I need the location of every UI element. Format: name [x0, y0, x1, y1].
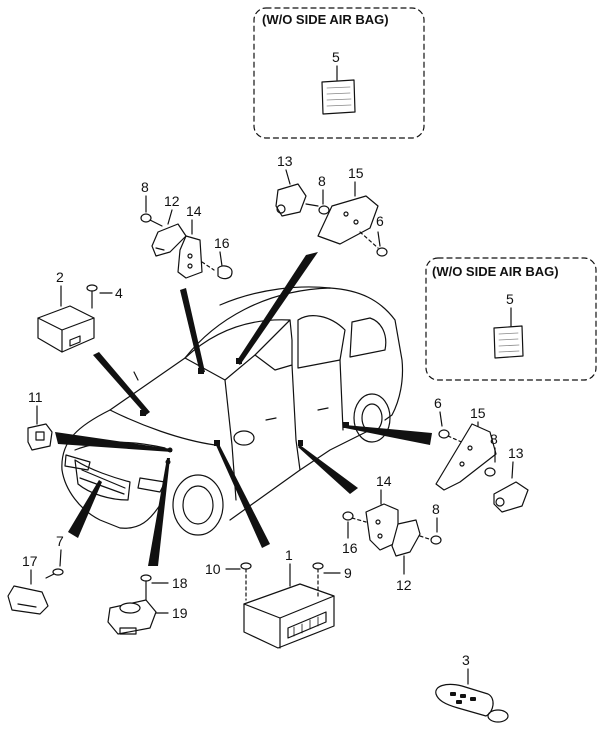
part-1-control-unit: 1 10 9: [205, 547, 352, 649]
callout-8-top-left: 8: [141, 179, 149, 195]
callout-16-lower: 16: [342, 540, 358, 556]
pad-texture-top: [326, 86, 352, 107]
part-cluster-lower-middle: 14 16 8 12: [342, 473, 442, 593]
part-cluster-right: 6 15 8 13: [434, 395, 529, 513]
callout-16-top: 16: [214, 235, 230, 251]
side-airbag-box-top-title: (W/O SIDE AIR BAG): [262, 12, 389, 27]
callout-14-top: 14: [186, 203, 202, 219]
part-cluster-top-center: 13 8 15 6: [275, 153, 388, 257]
part-cluster-top-left: 8 12 14 16: [140, 179, 233, 280]
part-11-sensor: 11: [27, 389, 53, 451]
mount-markers: [140, 358, 349, 465]
part-19-sensor: 18 19: [107, 574, 188, 635]
callout-1: 1: [285, 547, 293, 563]
callout-8-lower: 8: [432, 501, 440, 517]
callout-15-right: 15: [470, 405, 486, 421]
vehicle-outline: [61, 286, 404, 536]
callout-19: 19: [172, 605, 188, 621]
callout-14-lower: 14: [376, 473, 392, 489]
callout-17: 17: [22, 553, 38, 569]
part-17-sensor: 17 7: [7, 533, 64, 615]
callout-12-top: 12: [164, 193, 180, 209]
callout-13-top: 13: [277, 153, 293, 169]
part-4-screw: 4: [86, 284, 123, 309]
callout-8-right: 8: [490, 431, 498, 447]
callout-12-lower: 12: [396, 577, 412, 593]
callout-15-top: 15: [348, 165, 364, 181]
part-3-key-fob: 3: [435, 652, 509, 723]
callout-11: 11: [28, 389, 43, 405]
callout-10: 10: [205, 561, 221, 577]
callout-4: 4: [115, 285, 123, 301]
callout-6-right: 6: [434, 395, 442, 411]
side-airbag-box-top: (W/O SIDE AIR BAG) 5: [253, 7, 425, 139]
callout-5-top: 5: [332, 49, 340, 65]
pad-texture-right: [498, 332, 520, 353]
callout-13-right: 13: [508, 445, 524, 461]
callout-9: 9: [344, 565, 352, 581]
callout-6-top: 6: [376, 213, 384, 229]
callout-5-right: 5: [506, 291, 514, 307]
callout-18: 18: [172, 575, 188, 591]
side-airbag-box-right: (W/O SIDE AIR BAG) 5: [425, 257, 597, 381]
callout-7: 7: [56, 533, 64, 549]
callout-3: 3: [462, 652, 470, 668]
leader-wedges: [55, 252, 432, 566]
callout-8-top-center: 8: [318, 173, 326, 189]
side-airbag-box-right-title: (W/O SIDE AIR BAG): [432, 264, 559, 279]
callout-2: 2: [56, 269, 64, 285]
part-2-module: 2: [37, 269, 95, 353]
